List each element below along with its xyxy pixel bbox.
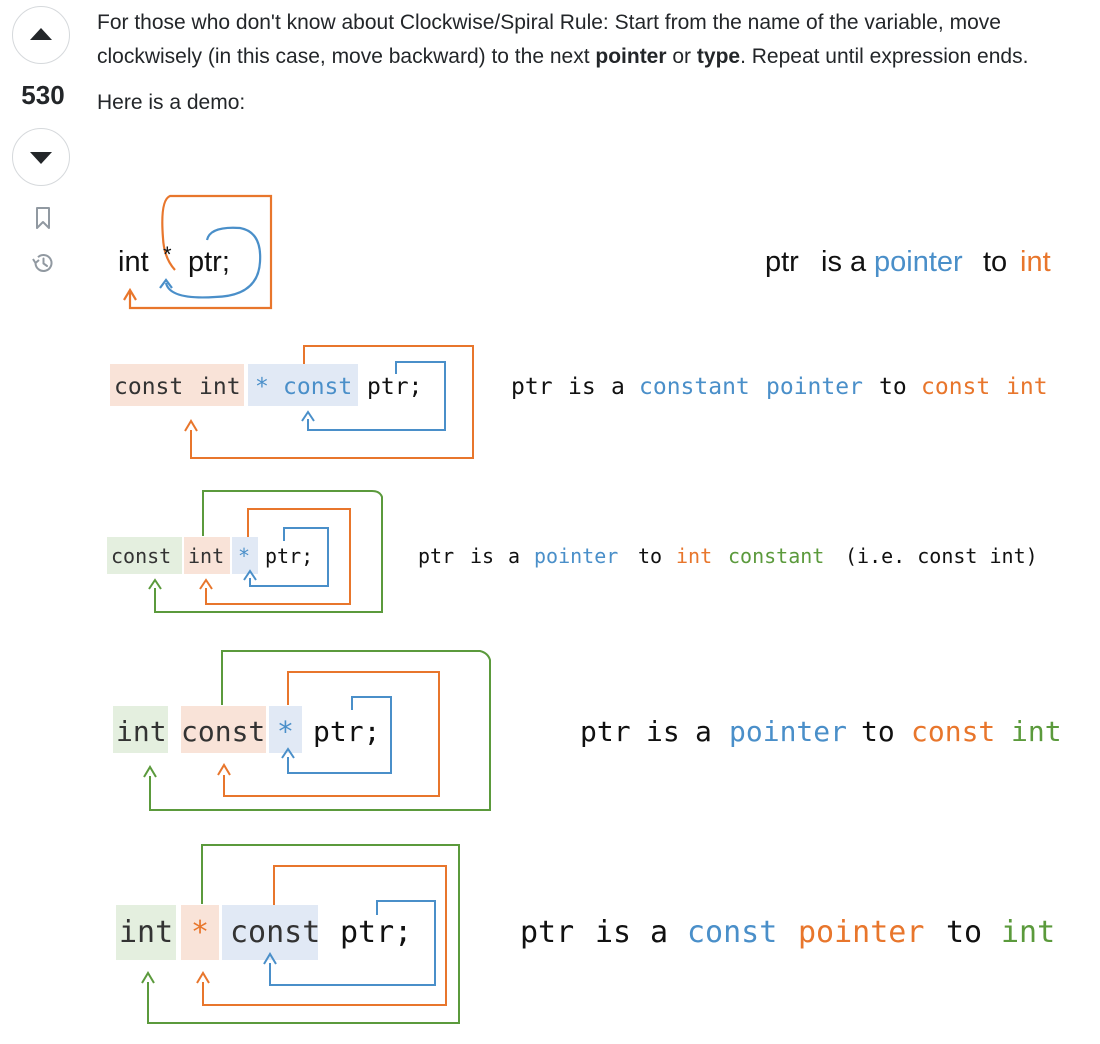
r1-int: int — [118, 246, 149, 278]
r2-desc-ptr: ptr — [511, 374, 553, 400]
downvote-button[interactable] — [12, 128, 70, 186]
r1-desc-to: to — [983, 246, 1007, 278]
r4-desc-int: int — [1011, 715, 1062, 748]
row-1-int-ptr: int * ptr; ptr is a pointer to int — [118, 194, 1051, 310]
r4-desc-to: to — [861, 715, 895, 748]
r5-star: * — [191, 915, 209, 950]
r3-ptr: ptr; — [265, 544, 313, 568]
r3-desc-constant: constant — [728, 544, 824, 568]
r1-ptr: ptr; — [188, 246, 230, 278]
r3-code: const int * ptr; — [111, 544, 313, 568]
r2-desc-const: const — [921, 374, 990, 400]
bold-pointer: pointer — [595, 45, 667, 68]
r2-desc-is: is — [568, 374, 596, 400]
row-2-const-int-star-const-ptr: const int * const ptr; ptr is a constant… — [110, 345, 1048, 459]
r2-code: const int * const ptr; — [114, 374, 422, 400]
r5-code: int * const ptr; — [119, 915, 412, 950]
r4-desc-is: is — [646, 715, 680, 748]
r1-desc-int: int — [1020, 246, 1051, 278]
rule-paragraph: For those who don't know about Clockwise… — [97, 6, 1057, 74]
r1-star: * — [163, 242, 172, 267]
r5-desc-pointer: pointer — [798, 915, 924, 950]
r3-desc-pointer: pointer — [534, 544, 618, 568]
r4-int: int — [116, 715, 167, 748]
rule-end: . Repeat until expression ends. — [740, 45, 1029, 68]
r2-int: int — [199, 374, 241, 400]
r5-desc-ptr: ptr — [520, 915, 574, 950]
r5-desc-int: int — [1001, 915, 1055, 950]
bold-type: type — [696, 45, 741, 68]
r5-desc-is: is — [595, 915, 631, 950]
r5-description: ptr is a const pointer to int — [520, 915, 1055, 950]
row-3-const-int-star-ptr: const int * ptr; ptr is a pointer to int… — [107, 490, 1038, 613]
r5-desc-const: const — [687, 915, 777, 950]
vote-score: 530 — [21, 80, 65, 110]
rule-or: or — [666, 45, 697, 68]
r3-const: const — [111, 544, 171, 568]
r3-desc-ie: (i.e. const int) — [845, 544, 1038, 568]
r5-int: int — [119, 915, 173, 950]
r2-star: * — [255, 374, 269, 400]
r3-desc-ptr: ptr — [418, 544, 454, 568]
r1-desc-is-a: is a — [821, 246, 867, 278]
r5-desc-a: a — [650, 915, 668, 950]
r2-ptr: ptr; — [367, 374, 422, 400]
r1-desc-pointer: pointer — [874, 246, 963, 278]
r5-ptr: ptr; — [340, 915, 412, 950]
r4-desc-const: const — [911, 715, 995, 748]
r4-code: int const * ptr; — [116, 715, 380, 748]
r2-const2: const — [283, 374, 352, 400]
r3-int: int — [188, 544, 224, 568]
triangle-up-icon — [30, 28, 52, 40]
upvote-button[interactable] — [12, 6, 70, 64]
r5-desc-to: to — [946, 915, 982, 950]
r4-desc-pointer: pointer — [729, 715, 847, 748]
r3-desc-is: is — [470, 544, 494, 568]
r3-star: * — [238, 544, 250, 568]
rule-text: For those who don't know about Clockwise… — [97, 11, 1001, 68]
r1-description: ptr is a pointer to int — [765, 246, 1051, 278]
r3-description: ptr is a pointer to int constant (i.e. c… — [418, 544, 1038, 568]
r2-const1: const — [114, 374, 183, 400]
r3-desc-a: a — [508, 544, 520, 568]
demo-intro: Here is a demo: — [97, 91, 246, 114]
row-5-int-star-const-ptr: int * const ptr; ptr is a const pointer … — [116, 844, 1055, 1024]
r2-desc-to: to — [879, 374, 907, 400]
r3-desc-int: int — [676, 544, 712, 568]
post-body: For those who don't know about Clockwise… — [97, 6, 1057, 120]
r2-desc-a: a — [611, 374, 625, 400]
r4-ptr: ptr; — [313, 715, 380, 748]
r4-desc-ptr: ptr — [580, 715, 631, 748]
r4-description: ptr is a pointer to const int — [580, 715, 1062, 748]
r3-desc-to: to — [638, 544, 662, 568]
r1-desc-ptr: ptr — [765, 246, 799, 278]
triangle-down-icon — [30, 152, 52, 164]
bookmark-icon[interactable] — [30, 205, 56, 231]
history-icon[interactable] — [30, 250, 56, 276]
r2-description: ptr is a constant pointer to const int — [511, 374, 1048, 400]
r2-desc-constant: constant — [639, 374, 750, 400]
r4-desc-a: a — [695, 715, 712, 748]
r4-const: const — [181, 715, 265, 748]
r2-desc-pointer: pointer — [766, 374, 863, 400]
r4-star: * — [277, 715, 294, 748]
r2-desc-int: int — [1006, 374, 1048, 400]
r5-const: const — [230, 915, 320, 950]
row-4-int-const-star-ptr: int const * ptr; ptr is a pointer to con… — [113, 650, 1062, 811]
